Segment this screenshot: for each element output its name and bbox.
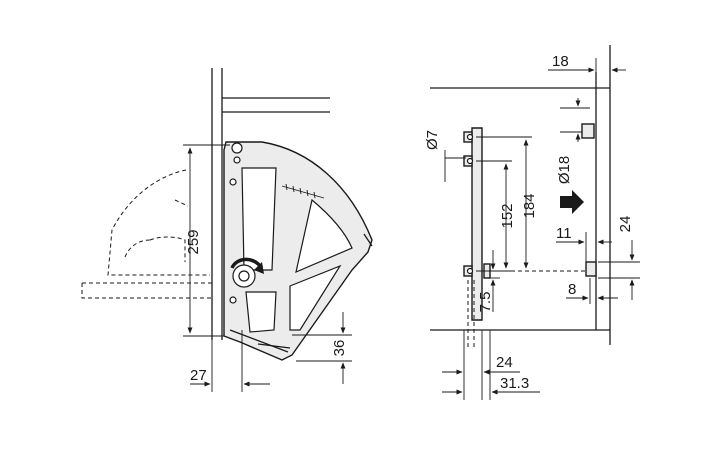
dimension-label-7-5: 7.5 [477, 292, 494, 313]
screw-hole-icon [466, 133, 474, 141]
dimension-label-18-top: 18 [552, 53, 569, 70]
mounting-plate [463, 127, 491, 350]
dimension-label-31-3: 31.3 [500, 375, 529, 392]
right-view: 18 Ø7 Ø18 152 184 [424, 45, 640, 400]
dimension-label-11: 11 [556, 225, 572, 242]
dimension-label-184: 184 [521, 193, 538, 218]
dimension-label-dia-18: Ø18 [556, 156, 573, 184]
dimension-8: 8 [566, 278, 618, 304]
screw-icon [231, 142, 243, 154]
dimension-7-5: 7.5 [476, 250, 500, 312]
dimension-259: 259 [183, 144, 230, 337]
dimension-dia-18: Ø18 [556, 98, 590, 184]
pin-fitting [585, 261, 597, 277]
dimension-184: 184 [476, 136, 538, 269]
cabinet-top-panel [211, 68, 330, 340]
dimension-label-dia-7: Ø7 [424, 130, 441, 150]
dimension-label-8: 8 [568, 281, 576, 298]
dimension-dia-7: Ø7 [424, 130, 466, 182]
dimension-27: 27 [190, 330, 270, 392]
screw-hole-icon [466, 157, 474, 165]
dimension-label-259: 259 [185, 229, 202, 254]
dimension-label-152: 152 [499, 203, 516, 228]
top-fitting [581, 123, 595, 139]
dimension-24-right: 24 [598, 216, 640, 300]
dimension-24-bottom: 24 [442, 330, 520, 400]
flap-open-position-outline [81, 169, 212, 299]
left-view: 259 27 36 [81, 68, 373, 392]
dimension-11: 11 [556, 225, 612, 262]
cabinet-side-panel [430, 45, 611, 345]
dimension-label-27: 27 [190, 367, 207, 384]
dimension-label-36: 36 [331, 340, 348, 357]
dimension-36: 36 [292, 312, 352, 384]
dimension-label-24-bottom: 24 [496, 354, 513, 371]
flap-stay-mechanism [223, 141, 373, 361]
dimension-31-3: 31.3 [442, 330, 540, 400]
insertion-direction-arrow-icon [560, 190, 584, 214]
dimension-18-top: 18 [548, 53, 626, 80]
dimension-label-24-right: 24 [617, 216, 634, 233]
screw-hole-icon [466, 267, 474, 275]
